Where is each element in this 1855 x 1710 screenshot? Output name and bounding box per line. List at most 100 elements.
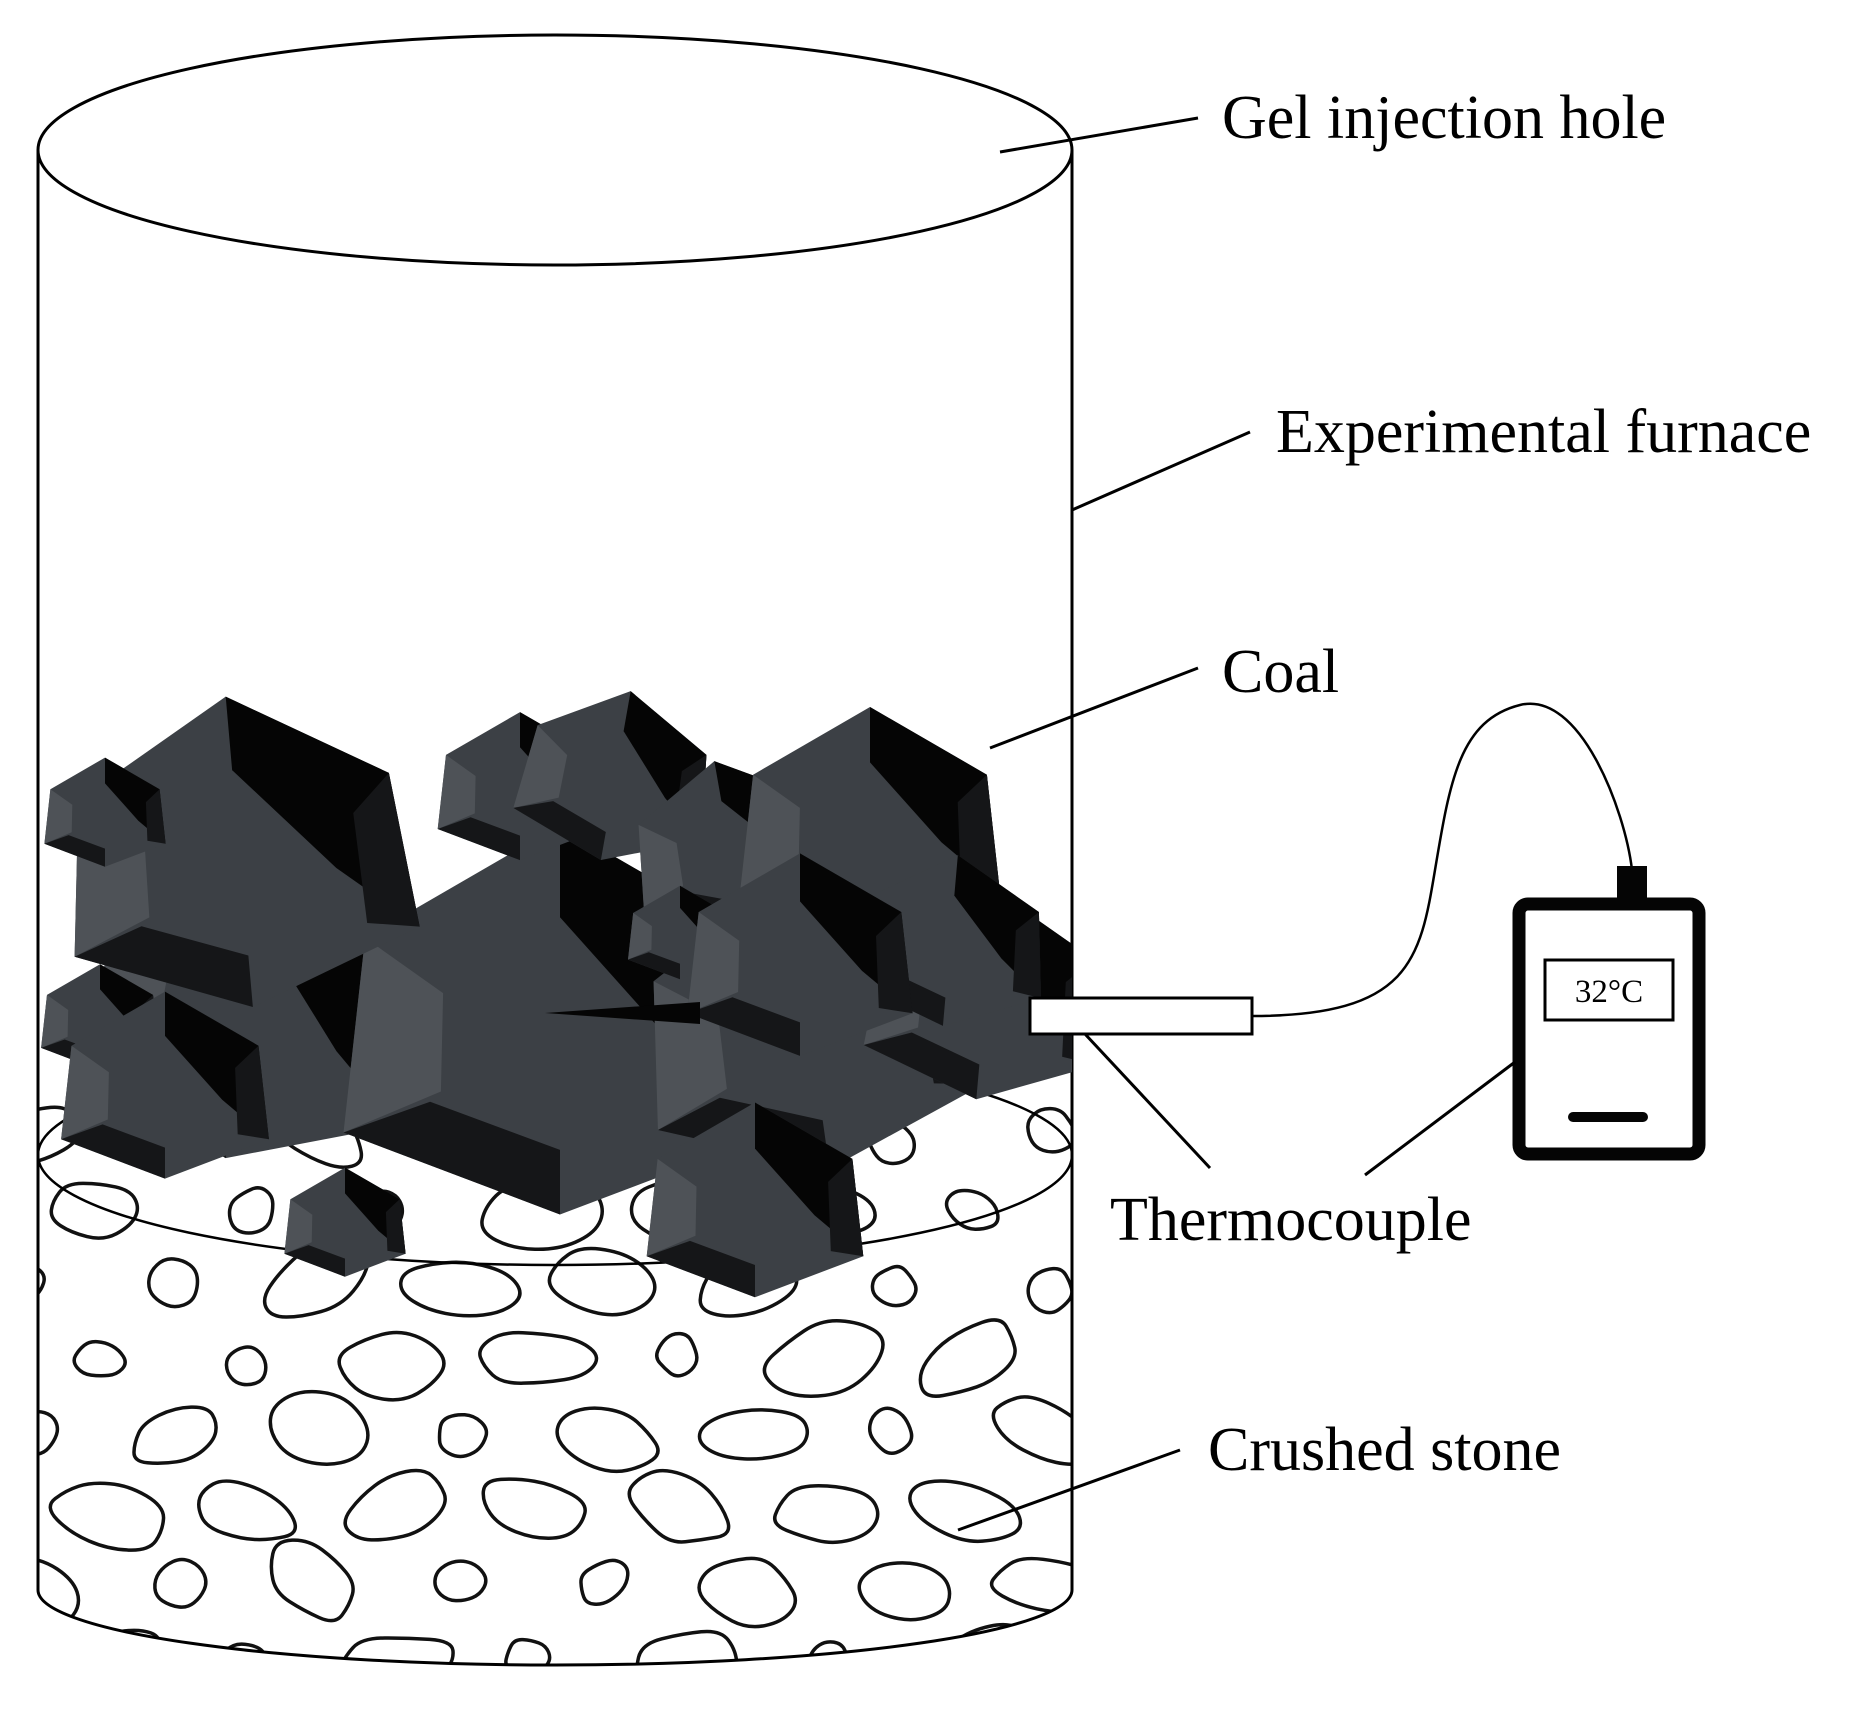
furnace-bottom [36, 1589, 1074, 1667]
crushed-stone [870, 1264, 918, 1308]
crushed-stone [437, 1412, 489, 1459]
thermocouple [545, 702, 1634, 1036]
leader-crushed-stone [957, 1448, 1181, 1532]
coal-facet [145, 789, 166, 844]
coal-facet [628, 912, 652, 960]
meter-button-bar [1568, 1112, 1648, 1122]
crushed-stone [227, 1186, 275, 1235]
crushed-stone [762, 1318, 885, 1398]
coal-lump [687, 853, 913, 1056]
crushed-stone [224, 1345, 268, 1387]
crushed-stone [991, 1395, 1072, 1467]
crushed-stone [213, 1642, 269, 1665]
crushed-stone [38, 1409, 60, 1457]
label-thermocouple: Thermocouple [1110, 1186, 1472, 1254]
crushed-stone [433, 1559, 488, 1603]
crushed-stone [269, 1538, 355, 1623]
crushed-stone [478, 1330, 599, 1385]
crushed-stone [1026, 1266, 1072, 1315]
crushed-stone [989, 1556, 1072, 1615]
experimental-furnace [36, 33, 1074, 1667]
crushed-stone [481, 1477, 587, 1540]
meter-reading: 32°C [1575, 974, 1643, 1010]
leader-thermocouple-probe [1083, 1032, 1212, 1170]
coal-facet [74, 926, 253, 1008]
crushed-stone [132, 1405, 218, 1466]
crushed-stone [944, 1188, 1000, 1232]
coal-facet [61, 1045, 109, 1140]
leader-experimental-furnace [1071, 430, 1251, 512]
coal-pile [41, 691, 1072, 1298]
crushed-stone [697, 1408, 810, 1461]
coal-facet [646, 1240, 755, 1298]
coal-facet [1012, 912, 1042, 999]
coal-facet [638, 824, 684, 911]
leader-lines [957, 116, 1516, 1532]
coal-lump [44, 757, 166, 867]
coal-facet [437, 817, 520, 861]
coal-facet [628, 952, 680, 980]
temperature-meter: 32°C [1512, 866, 1706, 1161]
thermocouple-cable [1251, 702, 1634, 1018]
coal-facet [1062, 959, 1072, 1066]
crushed-stone [867, 1406, 914, 1456]
crushed-stone [579, 1558, 630, 1606]
crushed-stone [153, 1557, 208, 1609]
crushed-stone [399, 1260, 522, 1318]
coal-facet [687, 912, 740, 1014]
coal-lump [284, 1167, 406, 1277]
crushed-stone [504, 1637, 552, 1665]
coal-facet [876, 912, 913, 1014]
crushed-stone [773, 1484, 880, 1545]
crushed-stone [807, 1640, 851, 1665]
crushed-stone [38, 1555, 81, 1627]
coal-facet [41, 994, 69, 1048]
coal-facet [284, 1245, 345, 1277]
label-crushed-stone: Crushed stone [1208, 1416, 1561, 1484]
coal-facet [863, 1032, 980, 1100]
crushed-stone [547, 1246, 657, 1317]
coal-facet [44, 835, 105, 867]
crushed-stone [857, 1561, 952, 1622]
coal-facet [44, 789, 73, 844]
crushed-stone [697, 1556, 798, 1629]
coal-facet [957, 774, 1000, 892]
coal-facet [646, 1158, 697, 1257]
crushed-stone [38, 1259, 46, 1305]
crushed-stone [197, 1479, 298, 1542]
probe-tip [545, 1002, 700, 1024]
leader-coal [989, 666, 1199, 750]
crushed-stone [337, 1330, 446, 1402]
coal-facet [437, 754, 476, 829]
crushed-stone [555, 1406, 660, 1474]
crushed-stone [72, 1339, 127, 1378]
coal-facet [513, 725, 568, 808]
coal-facet [385, 1199, 406, 1254]
meter-display [1543, 958, 1675, 1022]
crushed-stone [38, 1105, 81, 1168]
crushed-stone [908, 1479, 1023, 1544]
crushed-stone [48, 1481, 166, 1552]
crushed-stone [268, 1389, 370, 1466]
coal-facet [353, 772, 420, 927]
label-gel-injection-hole: Gel injection hole [1222, 84, 1666, 152]
coal-facet [343, 1101, 560, 1215]
coal-facet [343, 937, 444, 1133]
coal-facet [687, 997, 800, 1056]
coal-lump [646, 1102, 864, 1298]
crushed-stone [920, 1622, 1030, 1665]
crushed-stone [918, 1318, 1017, 1398]
coal-facet [284, 1199, 313, 1254]
coal-facet [828, 1158, 864, 1257]
crushed-stone [627, 1468, 731, 1544]
leader-gel-injection-hole [999, 116, 1199, 154]
crushed-stone [655, 1331, 699, 1378]
label-coal: Coal [1222, 638, 1339, 706]
crushed-stone [343, 1468, 447, 1542]
crushed-stone [49, 1181, 140, 1240]
label-experimental-furnace: Experimental furnace [1276, 398, 1811, 466]
leader-thermocouple-meter [1364, 1060, 1516, 1177]
gel-injection-hole [36, 33, 1074, 267]
crushed-stone [635, 1629, 739, 1665]
